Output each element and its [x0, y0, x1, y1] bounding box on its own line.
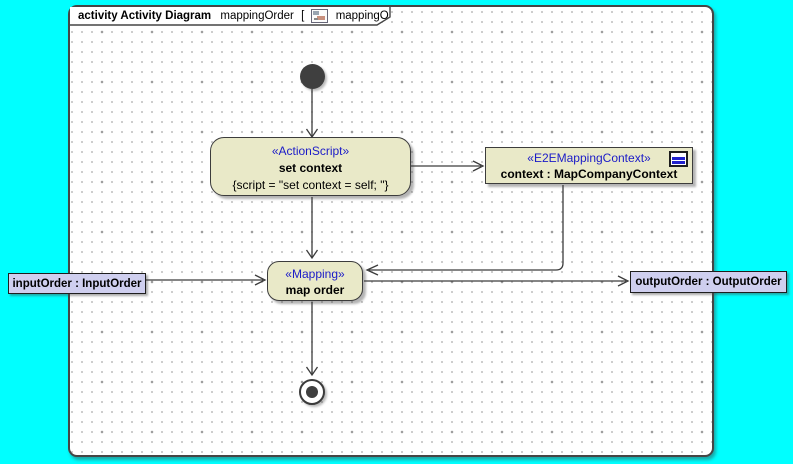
mapping-stereotype: «Mapping» — [285, 267, 345, 281]
object-context[interactable]: «E2EMappingContext» context : MapCompany… — [485, 147, 693, 184]
frame-bracket-open: [ — [301, 10, 305, 22]
object-stereotype: «E2EMappingContext» — [527, 151, 651, 165]
action-script-property: {script = "set context = self; "} — [232, 178, 389, 192]
frame-diagram-name: mappingOrder — [220, 10, 294, 22]
mapping-name: map order — [285, 283, 345, 297]
action-map-order[interactable]: «Mapping» map order — [267, 261, 363, 301]
object-name: context : MapCompanyContext — [500, 167, 678, 181]
activity-diagram-icon — [311, 9, 328, 23]
output-parameter-node[interactable]: outputOrder : OutputOrder — [630, 271, 787, 293]
activity-frame[interactable] — [68, 5, 714, 457]
object-notation-icon — [669, 151, 688, 167]
action-name: set context — [278, 161, 343, 175]
activity-final-node[interactable] — [299, 379, 325, 405]
input-parameter-node[interactable]: inputOrder : InputOrder — [8, 273, 146, 294]
frame-title-tab[interactable]: activity Activity Diagram mappingOrder [… — [70, 7, 390, 25]
initial-node[interactable] — [300, 64, 325, 89]
action-set-context[interactable]: «ActionScript» set context {script = "se… — [210, 137, 411, 196]
frame-kind-label: activity Activity Diagram — [78, 10, 212, 22]
action-stereotype: «ActionScript» — [271, 144, 350, 158]
final-node-dot — [306, 386, 318, 398]
